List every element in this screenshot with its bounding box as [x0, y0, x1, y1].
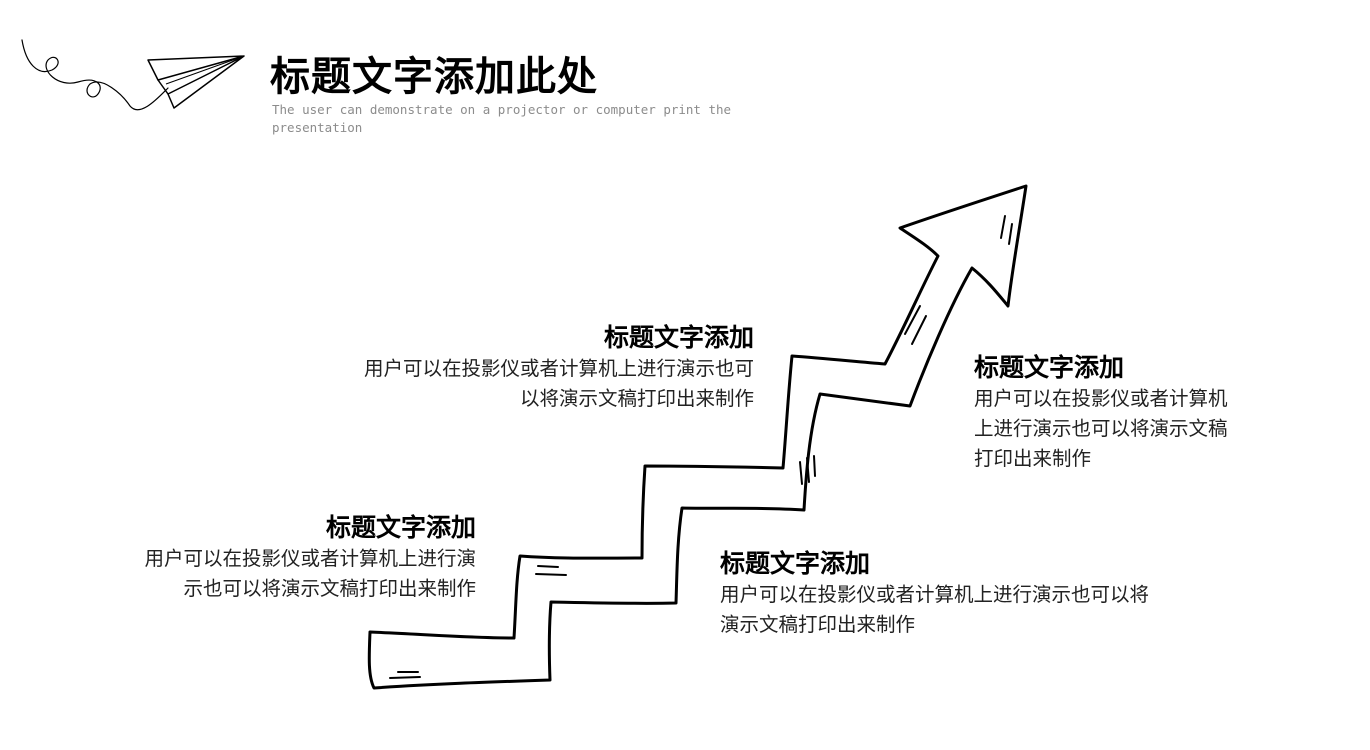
step-description-line: 上进行演示也可以将演示文稿 [974, 417, 1228, 440]
step-description-line: 用户可以在投影仪或者计算机 [974, 387, 1228, 410]
step-block-3: 标题文字添加 用户可以在投影仪或者计算机上进行演示也可以将 演示文稿打印出来制作 [720, 548, 1200, 640]
stair-arrow-icon [367, 184, 1028, 690]
page-subtitle: The user can demonstrate on a projector … [272, 102, 732, 135]
step-description-line: 以将演示文稿打印出来制作 [519, 387, 754, 410]
step-description-line: 用户可以在投影仪或者计算机上进行演示也可 [363, 357, 754, 380]
step-description-line: 用户可以在投影仪或者计算机上进行演 [144, 547, 476, 570]
step-heading: 标题文字添加 [720, 549, 871, 578]
page-title: 标题文字添加此处 [270, 54, 598, 100]
step-description-line: 用户可以在投影仪或者计算机上进行演示也可以将 [720, 583, 1150, 606]
step-description-line: 演示文稿打印出来制作 [720, 613, 916, 636]
step-description-line: 打印出来制作 [974, 447, 1092, 470]
step-description-line: 示也可以将演示文稿打印出来制作 [183, 577, 476, 600]
step-block-4: 标题文字添加 用户可以在投影仪或者计算机 上进行演示也可以将演示文稿 打印出来制… [974, 352, 1264, 474]
step-block-1: 标题文字添加 用户可以在投影仪或者计算机上进行演 示也可以将演示文稿打印出来制作 [118, 512, 476, 604]
paper-plane-icon [21, 39, 245, 111]
step-heading: 标题文字添加 [325, 513, 476, 542]
step-heading: 标题文字添加 [974, 353, 1125, 382]
step-heading: 标题文字添加 [603, 323, 754, 352]
step-block-2: 标题文字添加 用户可以在投影仪或者计算机上进行演示也可 以将演示文稿打印出来制作 [330, 322, 754, 414]
